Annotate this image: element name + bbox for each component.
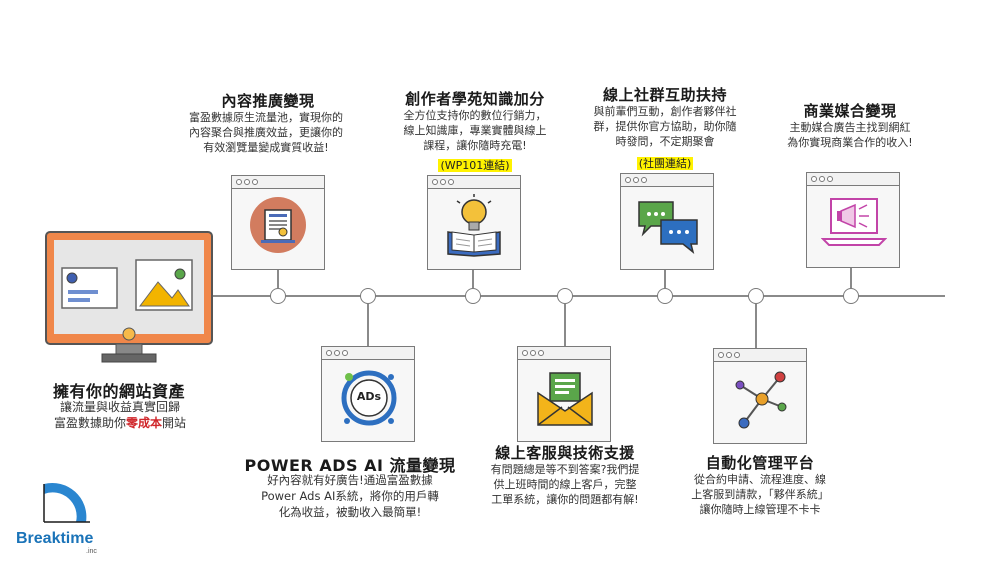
megaphone-laptop-icon — [820, 193, 888, 259]
stem — [367, 304, 369, 346]
stem — [472, 270, 474, 288]
step-title: 創作者學苑知識加分 — [405, 90, 545, 108]
step-title: 自動化管理平台 — [705, 454, 815, 472]
start-desc-line2-pre: 富盈數據助你 — [53, 416, 126, 430]
stem — [564, 304, 566, 346]
wp101-link[interactable]: (WP101連結) — [420, 154, 530, 173]
timeline-line — [160, 295, 945, 297]
step-desc: 與前輩們互動，創作者夥伴社 群，提供你官方協助，助你隨 時發問，不定期聚會 — [593, 105, 737, 148]
network-icon — [730, 367, 792, 437]
stem — [277, 270, 279, 288]
wp101-link-text[interactable]: (WP101連結) — [438, 159, 512, 172]
stem — [755, 304, 757, 348]
step-card — [713, 348, 807, 444]
document-icon — [249, 196, 307, 258]
ads-icon-text: ADs — [356, 390, 382, 403]
timeline-node-5 — [657, 288, 673, 304]
breaktime-logo-mark — [43, 482, 90, 523]
step-title: 線上客服與技術支援 — [495, 444, 635, 462]
timeline-node-3 — [465, 288, 481, 304]
step-desc: 從合約申請、流程進度、線 上客服到請款，「夥伴系統」 讓你隨時上線管理不卡卡 — [691, 473, 829, 516]
step-desc: 富盈數據原生流量池，實現你的 內容聚合與推廣效益，更讓你的 有效瀏覽量變成實質收… — [189, 111, 343, 154]
step-card — [517, 346, 611, 442]
timeline-node-4 — [557, 288, 573, 304]
envelope-icon — [534, 367, 596, 433]
step-desc: 主動媒合廣告主找到網紅 為你實現商業合作的收入! — [787, 121, 913, 149]
step-card: ADs — [321, 346, 415, 442]
start-title: 擁有你的網站資產 — [52, 382, 185, 401]
community-link-text[interactable]: (社團連結) — [636, 157, 694, 170]
monitor-illustration — [44, 230, 214, 370]
timeline-node-7 — [843, 288, 859, 304]
community-link[interactable]: (社團連結) — [610, 152, 720, 171]
start-desc: 讓流量與收益真實回歸 富盈數據助你零成本開站 — [30, 399, 210, 431]
start-desc-line2-post: 開站 — [162, 416, 187, 430]
step-desc: 全方位支持你的數位行銷力， 線上知識庫，專業實體與線上 課程，讓你隨時充電! — [403, 109, 547, 152]
step-title: POWER ADS AI 流量變現 — [244, 456, 456, 475]
step-card — [620, 173, 714, 270]
stem — [664, 270, 666, 288]
chat-icon — [637, 194, 699, 260]
ads-icon: ADs — [339, 365, 399, 435]
breaktime-logo: Breaktime .inc — [16, 480, 116, 560]
book-lightbulb-icon — [442, 192, 506, 262]
step-title: 內容推廣變現 — [221, 92, 315, 110]
timeline-node-2 — [360, 288, 376, 304]
step-card — [806, 172, 900, 268]
zero-cost-text: 零成本 — [125, 416, 162, 430]
start-desc-line1: 讓流量與收益真實回歸 — [59, 400, 180, 414]
step-desc: 好內容就有好廣告!通過富盈數據 Power Ads AI系統，將你的用戶轉 化為… — [261, 473, 439, 519]
step-title: 線上社群互助扶持 — [602, 86, 727, 104]
breaktime-logo-suffix: .inc — [86, 548, 97, 555]
breaktime-logo-text: Breaktime — [16, 530, 94, 547]
timeline-node-6 — [748, 288, 764, 304]
step-desc: 有問題總是等不到答案?我們提 供上班時間的線上客戶，完整 工單系統，讓你的問題都… — [490, 463, 640, 506]
stem — [850, 268, 852, 288]
timeline-node-1 — [270, 288, 286, 304]
step-card — [427, 175, 521, 270]
step-card — [231, 175, 325, 270]
step-title: 商業媒合變現 — [803, 102, 897, 120]
